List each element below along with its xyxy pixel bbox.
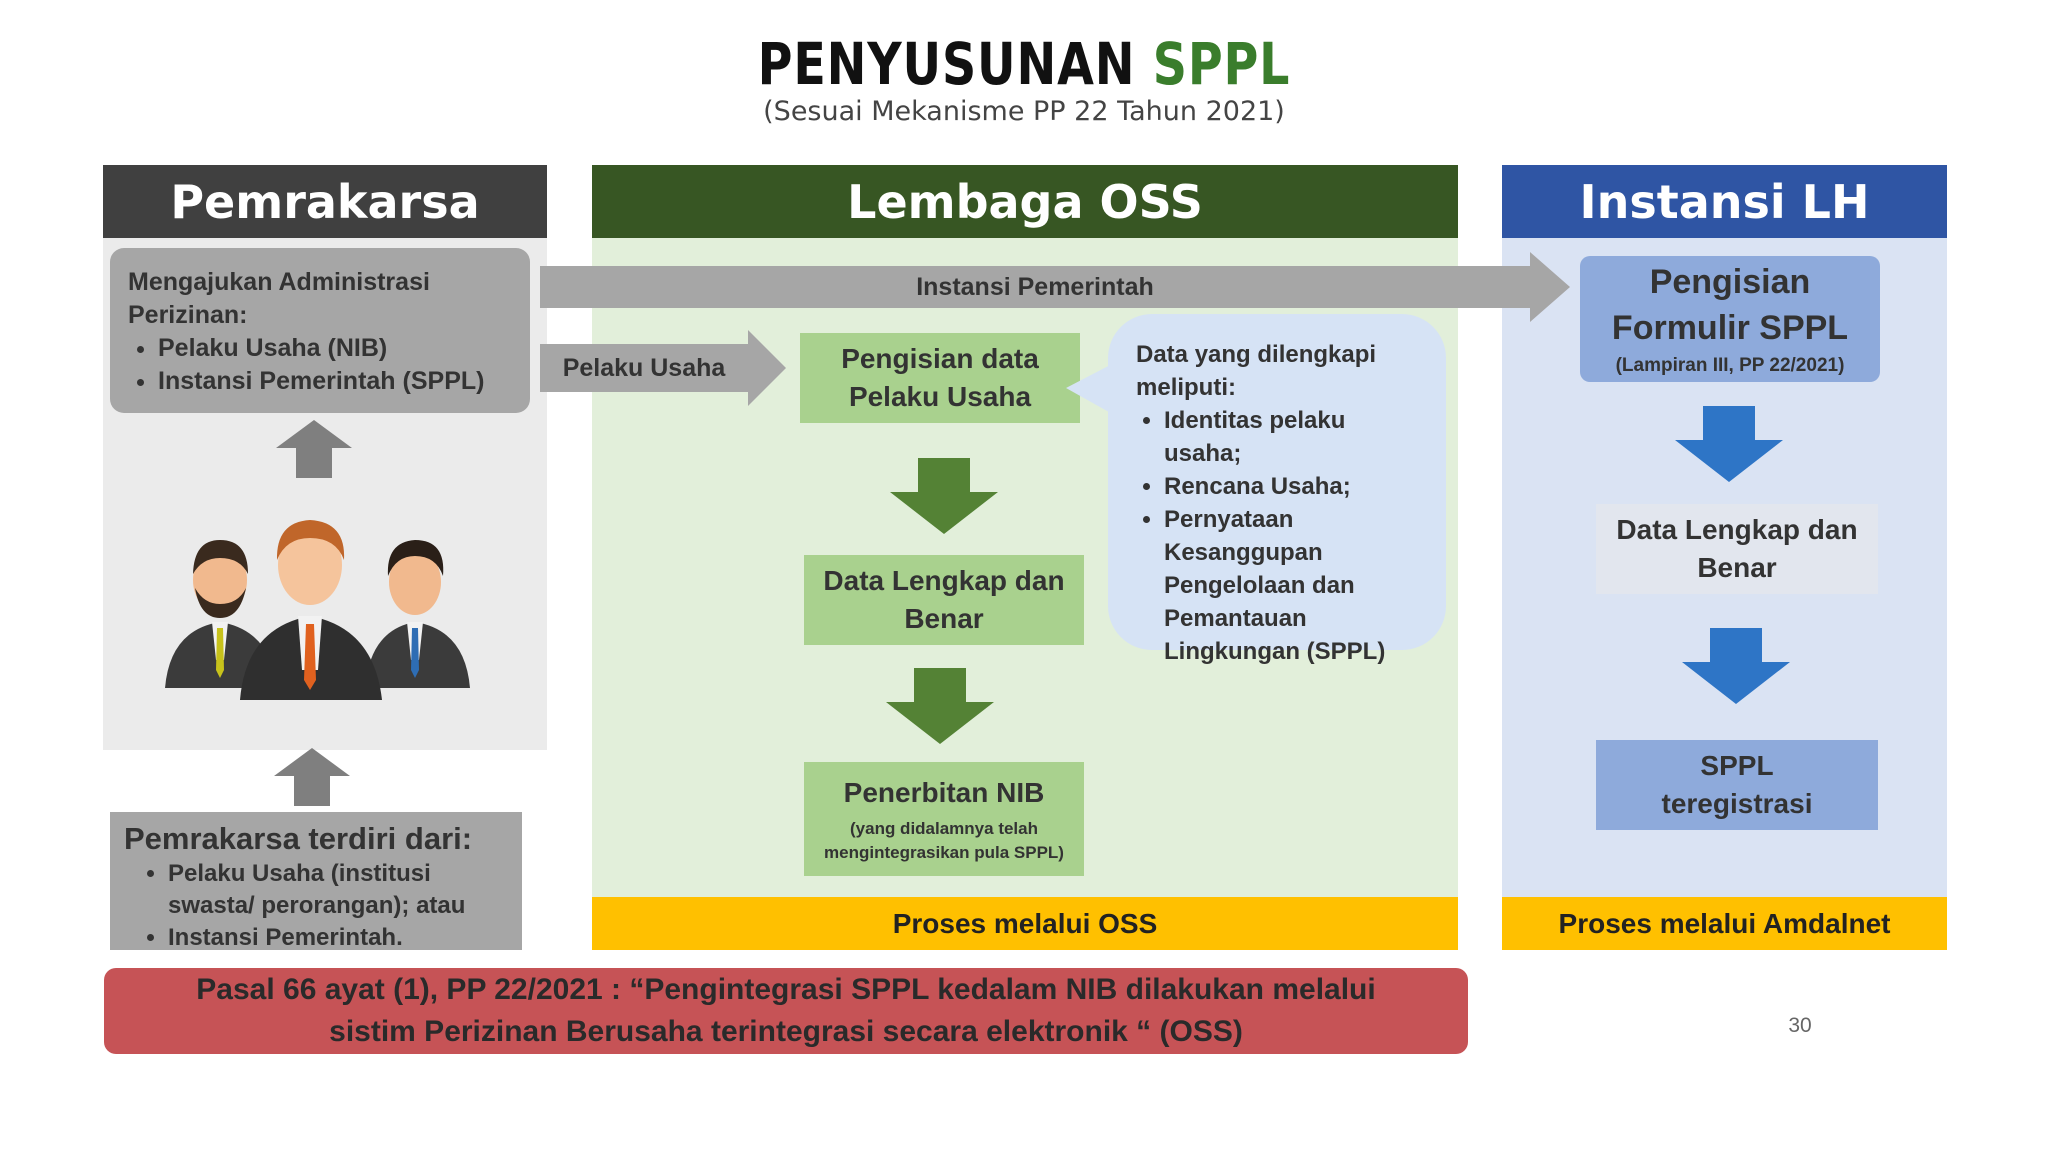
admin-box: Mengajukan Administrasi Perizinan: Pelak… bbox=[110, 248, 530, 413]
callout-item-sppl: Pernyataan Kesanggupan Pengelolaan dan P… bbox=[1164, 503, 1424, 668]
admin-item-sppl: Instansi Pemerintah (SPPL) bbox=[158, 365, 512, 398]
lh-footer: Proses melalui Amdalnet bbox=[1502, 897, 1947, 950]
up-arrow-icon bbox=[274, 748, 350, 806]
page-number: 30 bbox=[1788, 1014, 1812, 1037]
admin-title: Mengajukan Administrasi Perizinan: bbox=[128, 268, 430, 329]
down-arrow-icon bbox=[1682, 628, 1790, 704]
lh-header: Instansi LH bbox=[1502, 165, 1947, 238]
data-callout: Data yang dilengkapi meliputi: Identitas… bbox=[1108, 314, 1446, 665]
composition-title: Pemrakarsa terdiri dari: bbox=[124, 821, 473, 856]
instansi-pemerintah-arrow bbox=[540, 252, 1570, 322]
pengisian-formulir-note: (Lampiran III, PP 22/2021) bbox=[1615, 355, 1845, 376]
instansi-pemerintah-label: Instansi Pemerintah bbox=[916, 272, 1154, 301]
callout-item-identitas: Identitas pelaku usaha; bbox=[1164, 404, 1424, 470]
page-title: PENYUSUNAN SPPL bbox=[184, 30, 1863, 98]
data-lengkap-box-oss: Data Lengkap dan Benar bbox=[804, 555, 1084, 645]
sppl-teregistrasi-box: SPPL teregistrasi bbox=[1596, 740, 1878, 830]
oss-header: Lembaga OSS bbox=[592, 165, 1458, 238]
composition-item-instansi: Instansi Pemerintah. bbox=[168, 922, 508, 954]
oss-footer: Proses melalui OSS bbox=[592, 897, 1458, 950]
data-lengkap-box-lh: Data Lengkap dan Benar bbox=[1596, 504, 1878, 594]
pengisian-formulir-box: Pengisian Formulir SPPL (Lampiran III, P… bbox=[1580, 256, 1880, 382]
pelaku-usaha-arrow bbox=[540, 330, 786, 406]
penerbitan-nib-box: Penerbitan NIB (yang didalamnya telah me… bbox=[804, 762, 1084, 876]
admin-item-nib: Pelaku Usaha (NIB) bbox=[158, 332, 512, 365]
down-arrow-icon bbox=[890, 458, 998, 534]
composition-box: Pemrakarsa terdiri dari: Pelaku Usaha (i… bbox=[110, 812, 522, 951]
legal-note: Pasal 66 ayat (1), PP 22/2021 : “Pengint… bbox=[104, 968, 1468, 1054]
pemrakarsa-header: Pemrakarsa bbox=[103, 165, 547, 238]
business-people-icon bbox=[165, 520, 470, 700]
callout-title: Data yang dilengkapi meliputi: bbox=[1136, 341, 1377, 401]
up-arrow-icon bbox=[276, 420, 352, 478]
penerbitan-nib-title: Penerbitan NIB bbox=[843, 777, 1045, 808]
page-subtitle: (Sesuai Mekanisme PP 22 Tahun 2021) bbox=[763, 96, 1285, 127]
callout-item-rencana: Rencana Usaha; bbox=[1164, 470, 1424, 503]
pengisian-formulir-title: Pengisian Formulir SPPL bbox=[1611, 263, 1849, 347]
pengisian-data-box: Pengisian data Pelaku Usaha bbox=[800, 333, 1080, 423]
title-accent: SPPL bbox=[1152, 30, 1291, 98]
penerbitan-nib-note: (yang didalamnya telah mengintegrasikan … bbox=[824, 819, 1064, 862]
pelaku-usaha-label: Pelaku Usaha bbox=[562, 353, 726, 382]
composition-item-pelaku: Pelaku Usaha (institusi swasta/ perorang… bbox=[168, 858, 508, 922]
title-main: PENYUSUNAN bbox=[757, 30, 1153, 98]
down-arrow-icon bbox=[886, 668, 994, 744]
callout-pointer bbox=[1066, 362, 1116, 416]
down-arrow-icon bbox=[1675, 406, 1783, 482]
